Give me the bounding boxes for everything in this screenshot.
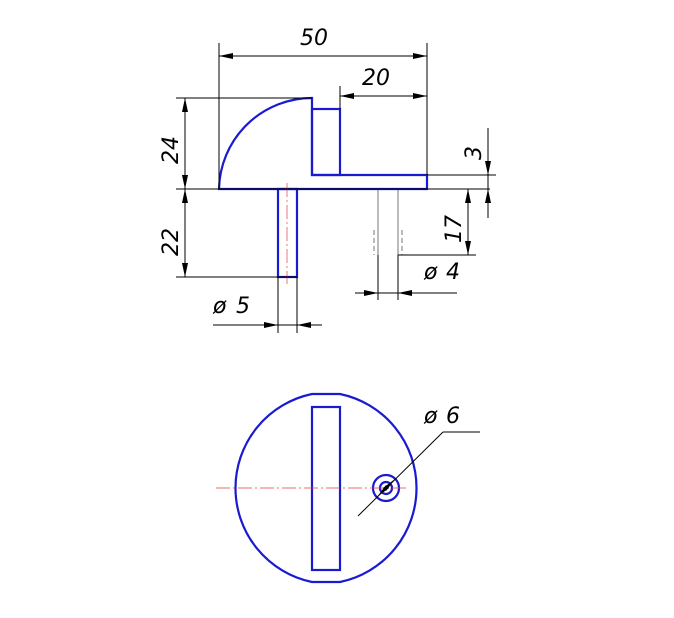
- dim-22-label: 22: [159, 228, 184, 256]
- dim-dia-4: ø 4: [355, 255, 460, 300]
- dim-dia-5-symbol: ø: [212, 294, 227, 319]
- dim-dia-5: ø 5: [212, 277, 322, 333]
- dim-dia-6-symbol: ø: [423, 404, 438, 429]
- dim-24: 24: [159, 97, 490, 190]
- dim-22: 22: [159, 189, 297, 278]
- dim-17: 17: [398, 189, 476, 256]
- pin: [276, 187, 299, 279]
- dim-dia-4-label: 4: [446, 260, 460, 285]
- dim-50-label: 50: [300, 26, 328, 51]
- dim-17-label: 17: [442, 215, 467, 243]
- dim-dia-6-label: 6: [446, 404, 460, 429]
- dim-50: 50: [218, 26, 428, 189]
- top-bumper: [310, 405, 342, 572]
- dim-20: 20: [339, 66, 427, 109]
- dim-dia-4-symbol: ø: [423, 260, 438, 285]
- bumper-block: [310, 107, 342, 177]
- dim-3-label: 3: [462, 146, 487, 160]
- dim-3: 3: [427, 128, 496, 218]
- dim-24-label: 24: [159, 136, 184, 164]
- top-outline: [234, 392, 418, 584]
- screw-thread: [373, 230, 403, 255]
- screw-body: [377, 189, 399, 255]
- dim-20-label: 20: [362, 66, 390, 91]
- dim-dia-5-label: 5: [236, 294, 250, 319]
- top-view: [216, 392, 418, 584]
- front-view: [217, 96, 429, 284]
- dim-dia-6: ø 6: [357, 404, 480, 517]
